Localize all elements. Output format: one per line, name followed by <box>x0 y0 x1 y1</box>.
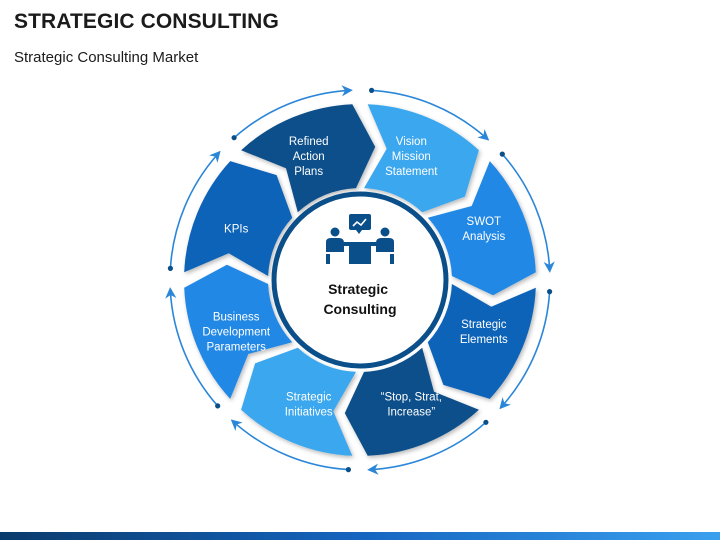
cycle-arrow-dot <box>167 265 173 271</box>
cycle-arrow-refined-action-plans <box>233 85 353 139</box>
segment-label-line: Parameters <box>206 341 266 353</box>
cycle-arrow-strategic-initiatives <box>230 419 349 471</box>
cycle-arrow-swot-analysis <box>501 153 555 273</box>
segment-label-line: KPIs <box>224 224 249 236</box>
bottom-accent-bar <box>0 532 720 540</box>
cycle-arrow-strategic-elements <box>499 291 551 410</box>
segment-label-kpis: KPIs <box>224 224 249 236</box>
segment-label-line: Analysis <box>462 231 505 243</box>
segment-label-line: Elements <box>460 334 508 346</box>
segment-stop-strat-increase <box>344 347 479 456</box>
segment-label-line: “Stop, Strat, <box>381 391 442 403</box>
segment-label-line: Development <box>202 326 271 338</box>
segment-label-line: Strategic <box>461 319 507 331</box>
cycle-arrow-vision-mission-statement <box>371 89 490 141</box>
segment-label-line: Statement <box>385 166 438 178</box>
page-subtitle: Strategic Consulting Market <box>14 49 199 66</box>
segment-label-line: Business <box>213 311 260 323</box>
segment-business-development-parameters <box>184 264 293 399</box>
segment-label-line: Plans <box>294 166 323 178</box>
cycle-arrow-dot <box>547 289 553 295</box>
cycle-arrow-dot <box>483 419 489 425</box>
segment-label-line: Vision <box>396 136 427 148</box>
cycle-arrow-business-development-parameters <box>165 287 219 407</box>
segment-label-line: Increase” <box>387 406 435 418</box>
segment-label-stop-strat-increase: “Stop, Strat, Increase” <box>381 391 442 418</box>
segment-label-line: Mission <box>392 151 431 163</box>
segment-swot-analysis <box>427 161 536 296</box>
cycle-arrow-dot <box>345 467 351 473</box>
page-title: STRATEGIC CONSULTING <box>14 10 279 33</box>
segment-strategic-elements <box>427 284 536 399</box>
cycle-arrow-dot <box>231 135 237 141</box>
segment-label-line: Initiatives <box>285 406 333 418</box>
segment-label-line: Action <box>293 151 325 163</box>
segment-strategic-initiatives <box>241 347 356 456</box>
segment-label-swot-analysis: SWOT Analysis <box>462 216 505 243</box>
segment-label-line: Strategic <box>286 391 332 403</box>
segment-kpis <box>184 161 293 276</box>
cycle-arrow-dot <box>499 151 505 157</box>
cycle-arrow-kpis <box>169 150 221 269</box>
cycle-arrow-stop-strat-increase <box>367 421 487 475</box>
center-label-line: Strategic <box>328 281 388 297</box>
center-label-line: Consulting <box>323 301 396 317</box>
segment-label-line: Refined <box>289 136 329 148</box>
center-label: Strategic Consulting <box>323 281 396 317</box>
meeting-presentation-icon <box>326 214 394 264</box>
segment-refined-action-plans <box>241 104 376 213</box>
cycle-arrow-dot <box>369 87 375 93</box>
center-hub: Strategic Consulting <box>271 191 449 369</box>
segment-vision-mission-statement <box>364 104 479 213</box>
cycle-arrow-dot <box>215 403 221 409</box>
segment-label-line: SWOT <box>467 216 502 228</box>
